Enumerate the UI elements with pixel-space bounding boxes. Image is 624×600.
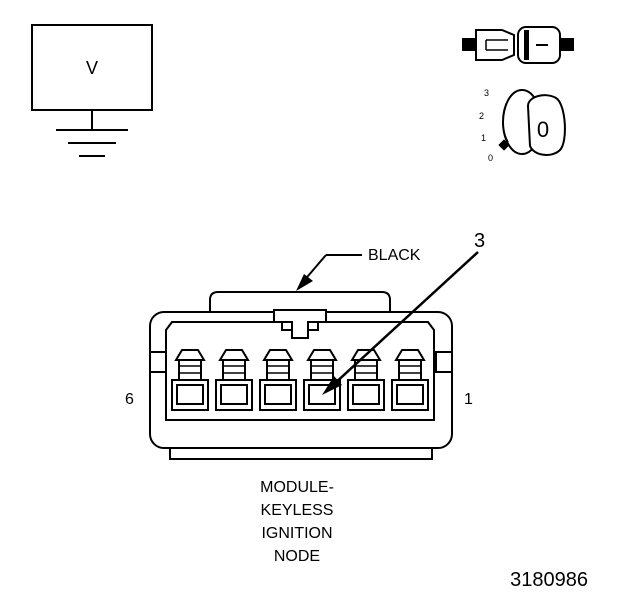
figure-id: 3180986 bbox=[510, 569, 588, 591]
connector-pin bbox=[171, 349, 209, 411]
connector-side-lock-left bbox=[150, 351, 167, 373]
ignition-position-3: 3 bbox=[484, 88, 489, 98]
ignition-key-icon: 3 2 1 0 0 bbox=[479, 88, 566, 163]
pin-label-right: 1 bbox=[464, 391, 473, 408]
connector-name-line-2: KEYLESS bbox=[261, 502, 334, 519]
pin-callout-leader bbox=[332, 251, 479, 386]
ignition-position-0: 0 bbox=[488, 153, 493, 163]
connector-pins bbox=[171, 349, 429, 411]
connector-pin bbox=[347, 349, 385, 411]
ignition-pointer bbox=[498, 139, 510, 151]
connector-name: MODULE- KEYLESS IGNITION NODE bbox=[260, 479, 334, 565]
ignition-position-2: 2 bbox=[479, 111, 484, 121]
pin-callout-number: 3 bbox=[474, 230, 485, 252]
connector-disconnect-icon bbox=[462, 26, 574, 64]
color-callout-arrowhead bbox=[296, 274, 313, 291]
voltmeter-symbol: V bbox=[86, 58, 98, 78]
connector-name-line-3: IGNITION bbox=[261, 525, 332, 542]
connector-name-line-4: NODE bbox=[274, 548, 320, 565]
voltmeter: V bbox=[31, 24, 153, 157]
ignition-key bbox=[526, 94, 566, 156]
connector-pin bbox=[303, 349, 341, 411]
voltmeter-box bbox=[31, 24, 153, 111]
connector-color-label: BLACK bbox=[368, 247, 421, 264]
ground-icon bbox=[56, 129, 128, 157]
pin-callout: 3 bbox=[322, 230, 485, 395]
pin-label-left: 6 bbox=[125, 391, 134, 408]
ignition-rotation-arrow bbox=[502, 99, 509, 143]
connector-name-line-1: MODULE- bbox=[260, 479, 334, 496]
ignition-position-1: 1 bbox=[481, 133, 486, 143]
connector-pin bbox=[259, 349, 297, 411]
connector-key bbox=[273, 309, 327, 339]
connector-pin bbox=[391, 349, 429, 411]
ignition-key-label: 0 bbox=[537, 117, 549, 142]
connector-pin bbox=[215, 349, 253, 411]
connector-side-lock-right bbox=[435, 351, 452, 373]
color-callout: BLACK bbox=[296, 247, 421, 291]
pin-callout-arrowhead bbox=[322, 376, 342, 395]
